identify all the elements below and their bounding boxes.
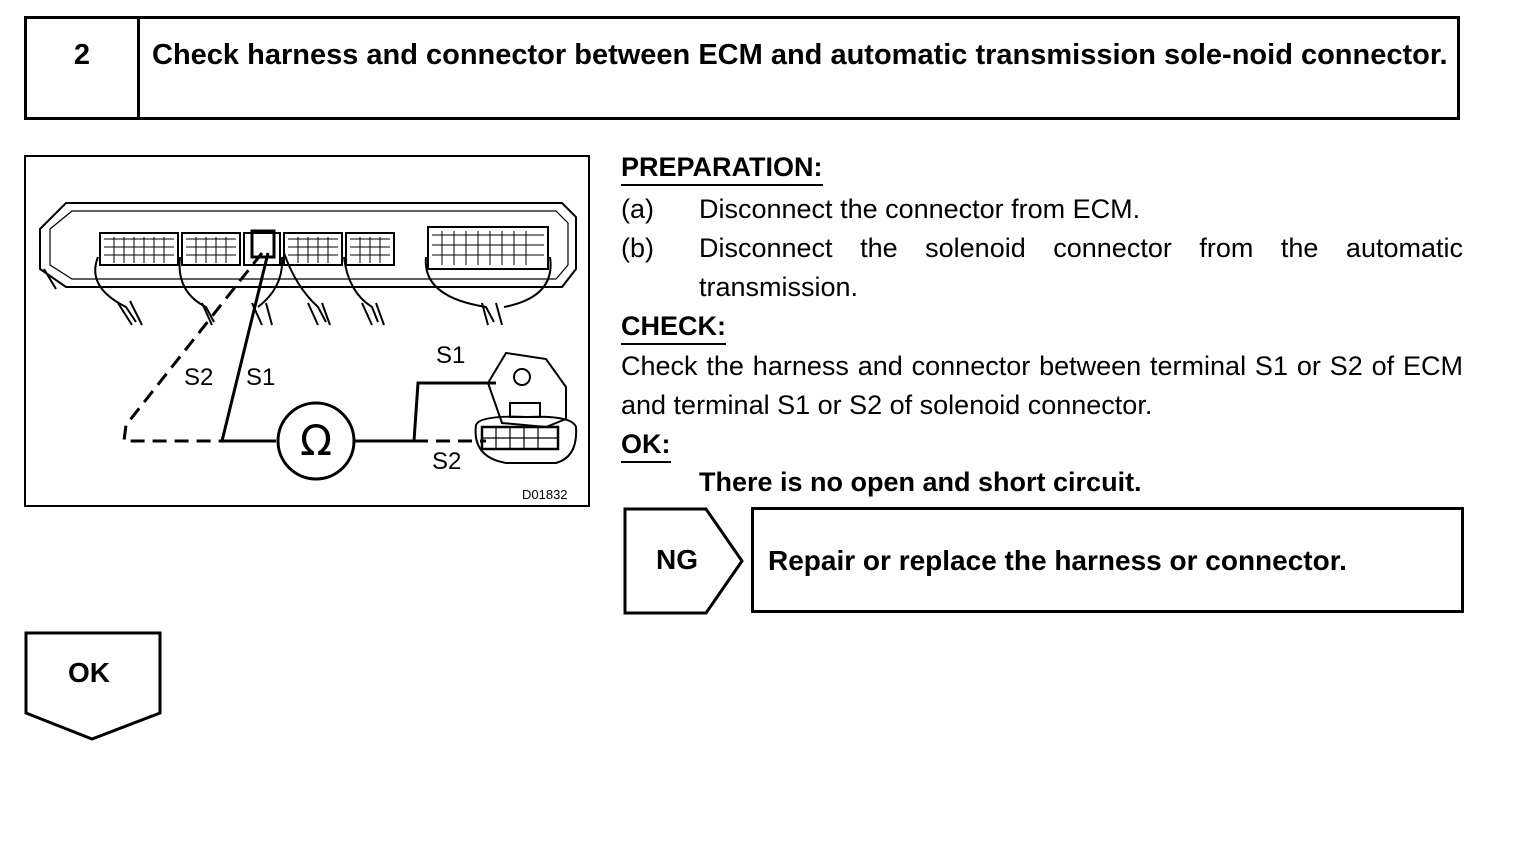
wiring-diagram-drawing: Ω S2 S1 S1 S2 D01832 xyxy=(39,202,578,502)
wiring-diagram: Ω S2 S1 S1 S2 D01832 xyxy=(24,155,590,507)
ohm-symbol: Ω xyxy=(300,416,332,465)
s1-left-label: S1 xyxy=(246,364,275,391)
item-label: (a) xyxy=(621,194,654,224)
s1-right-label: S1 xyxy=(436,342,465,369)
s2-left-label: S2 xyxy=(184,364,213,391)
ng-action-box: Repair or replace the harness or connect… xyxy=(751,507,1464,613)
ng-label: NG xyxy=(656,544,698,575)
step-number: 2 xyxy=(27,19,140,117)
step-header: 2 Check harness and connector between EC… xyxy=(24,16,1460,120)
preparation-heading: PREPARATION: xyxy=(621,152,823,186)
item-label: (b) xyxy=(621,233,654,263)
down-arrow-tag-icon xyxy=(24,631,162,741)
ok-heading: OK: xyxy=(621,429,671,463)
check-text: Check the harness and connector between … xyxy=(621,351,1463,420)
item-text: Disconnect the solenoid connector from t… xyxy=(699,233,1463,302)
step-title: Check harness and connector between ECM … xyxy=(152,39,1448,71)
ok-flow-label: OK xyxy=(68,657,110,688)
ok-result-text: There is no open and short circuit. xyxy=(699,467,1142,497)
check-heading: CHECK: xyxy=(621,311,726,345)
item-text: Disconnect the connector from ECM. xyxy=(699,194,1141,224)
right-arrow-tag-icon xyxy=(623,507,744,615)
figure-code: D01832 xyxy=(522,487,568,502)
s2-right-label: S2 xyxy=(432,448,461,475)
